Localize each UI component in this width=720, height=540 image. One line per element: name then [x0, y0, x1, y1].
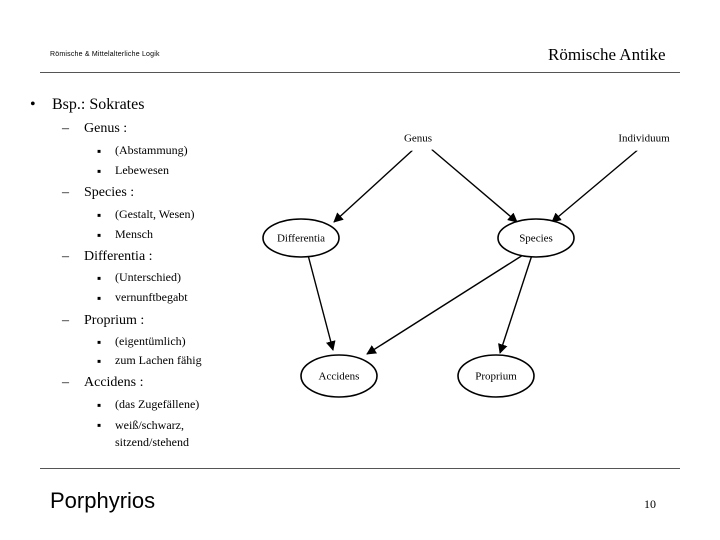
edge-genus-differentia	[333, 147, 416, 223]
list-item: vernunftbegabt	[115, 290, 188, 304]
small-bullet: ▪	[97, 164, 102, 178]
level1-bullet: •	[30, 96, 36, 113]
list-item: (Unterschied)	[115, 270, 181, 284]
header-divider	[40, 72, 680, 73]
dash-bullet: –	[62, 249, 69, 264]
section-label-genus: Genus :	[84, 121, 128, 136]
edge-species-accidens	[366, 254, 524, 355]
node-label-genus: Genus	[404, 133, 432, 145]
small-bullet: ▪	[97, 208, 102, 222]
footer-title: Porphyrios	[50, 488, 156, 513]
edge-genus-species	[429, 147, 518, 223]
page-number: 10	[644, 497, 656, 511]
node-accidens	[300, 354, 378, 398]
small-bullet: ▪	[97, 144, 102, 158]
edge-individuum-species	[551, 147, 641, 223]
node-differentia	[262, 218, 340, 258]
dash-bullet: –	[62, 313, 69, 328]
node-label-individuum: Individuum	[618, 133, 670, 145]
node-genus	[386, 125, 450, 151]
footer-divider	[40, 468, 680, 469]
dash-bullet: –	[62, 375, 69, 390]
small-bullet: ▪	[97, 228, 102, 242]
dash-bullet: –	[62, 121, 69, 136]
section-label-differentia: Differentia :	[84, 249, 153, 264]
node-label-species: Species	[519, 233, 553, 245]
node-proprium	[457, 354, 535, 398]
list-item: weiß/schwarz, sitzend/stehend	[115, 418, 189, 449]
list-item: (Gestalt, Wesen)	[115, 207, 195, 221]
list-item: (eigentümlich)	[115, 334, 186, 348]
small-bullet: ▪	[97, 271, 102, 285]
list-item: Lebewesen	[115, 163, 169, 177]
section-label-species: Species :	[84, 185, 135, 200]
small-bullet: ▪	[97, 398, 102, 412]
list-item: zum Lachen fähig	[115, 353, 202, 367]
list-item: (Abstammung)	[115, 143, 188, 157]
small-bullet: ▪	[97, 291, 102, 305]
node-label-accidens: Accidens	[319, 371, 360, 383]
section-label-proprium: Proprium :	[84, 313, 145, 328]
node-label-differentia: Differentia	[277, 233, 325, 245]
slide-heading: Bsp.: Sokrates	[52, 96, 145, 113]
small-bullet: ▪	[97, 335, 102, 349]
list-item: Mensch	[115, 227, 153, 241]
course-title: Römische & Mittelalterliche Logik	[50, 51, 160, 58]
small-bullet: ▪	[97, 418, 102, 432]
section-label-accidens: Accidens :	[84, 375, 144, 390]
chapter-title: Römische Antike	[548, 45, 666, 64]
node-label-proprium: Proprium	[475, 371, 517, 383]
small-bullet: ▪	[97, 354, 102, 368]
edge-species-proprium	[498, 254, 533, 354]
node-species	[497, 218, 575, 258]
list-item: (das Zugefällene)	[115, 397, 200, 411]
dash-bullet: –	[62, 185, 69, 200]
edge-differentia-accidens	[307, 254, 336, 351]
node-individuum	[604, 125, 684, 151]
